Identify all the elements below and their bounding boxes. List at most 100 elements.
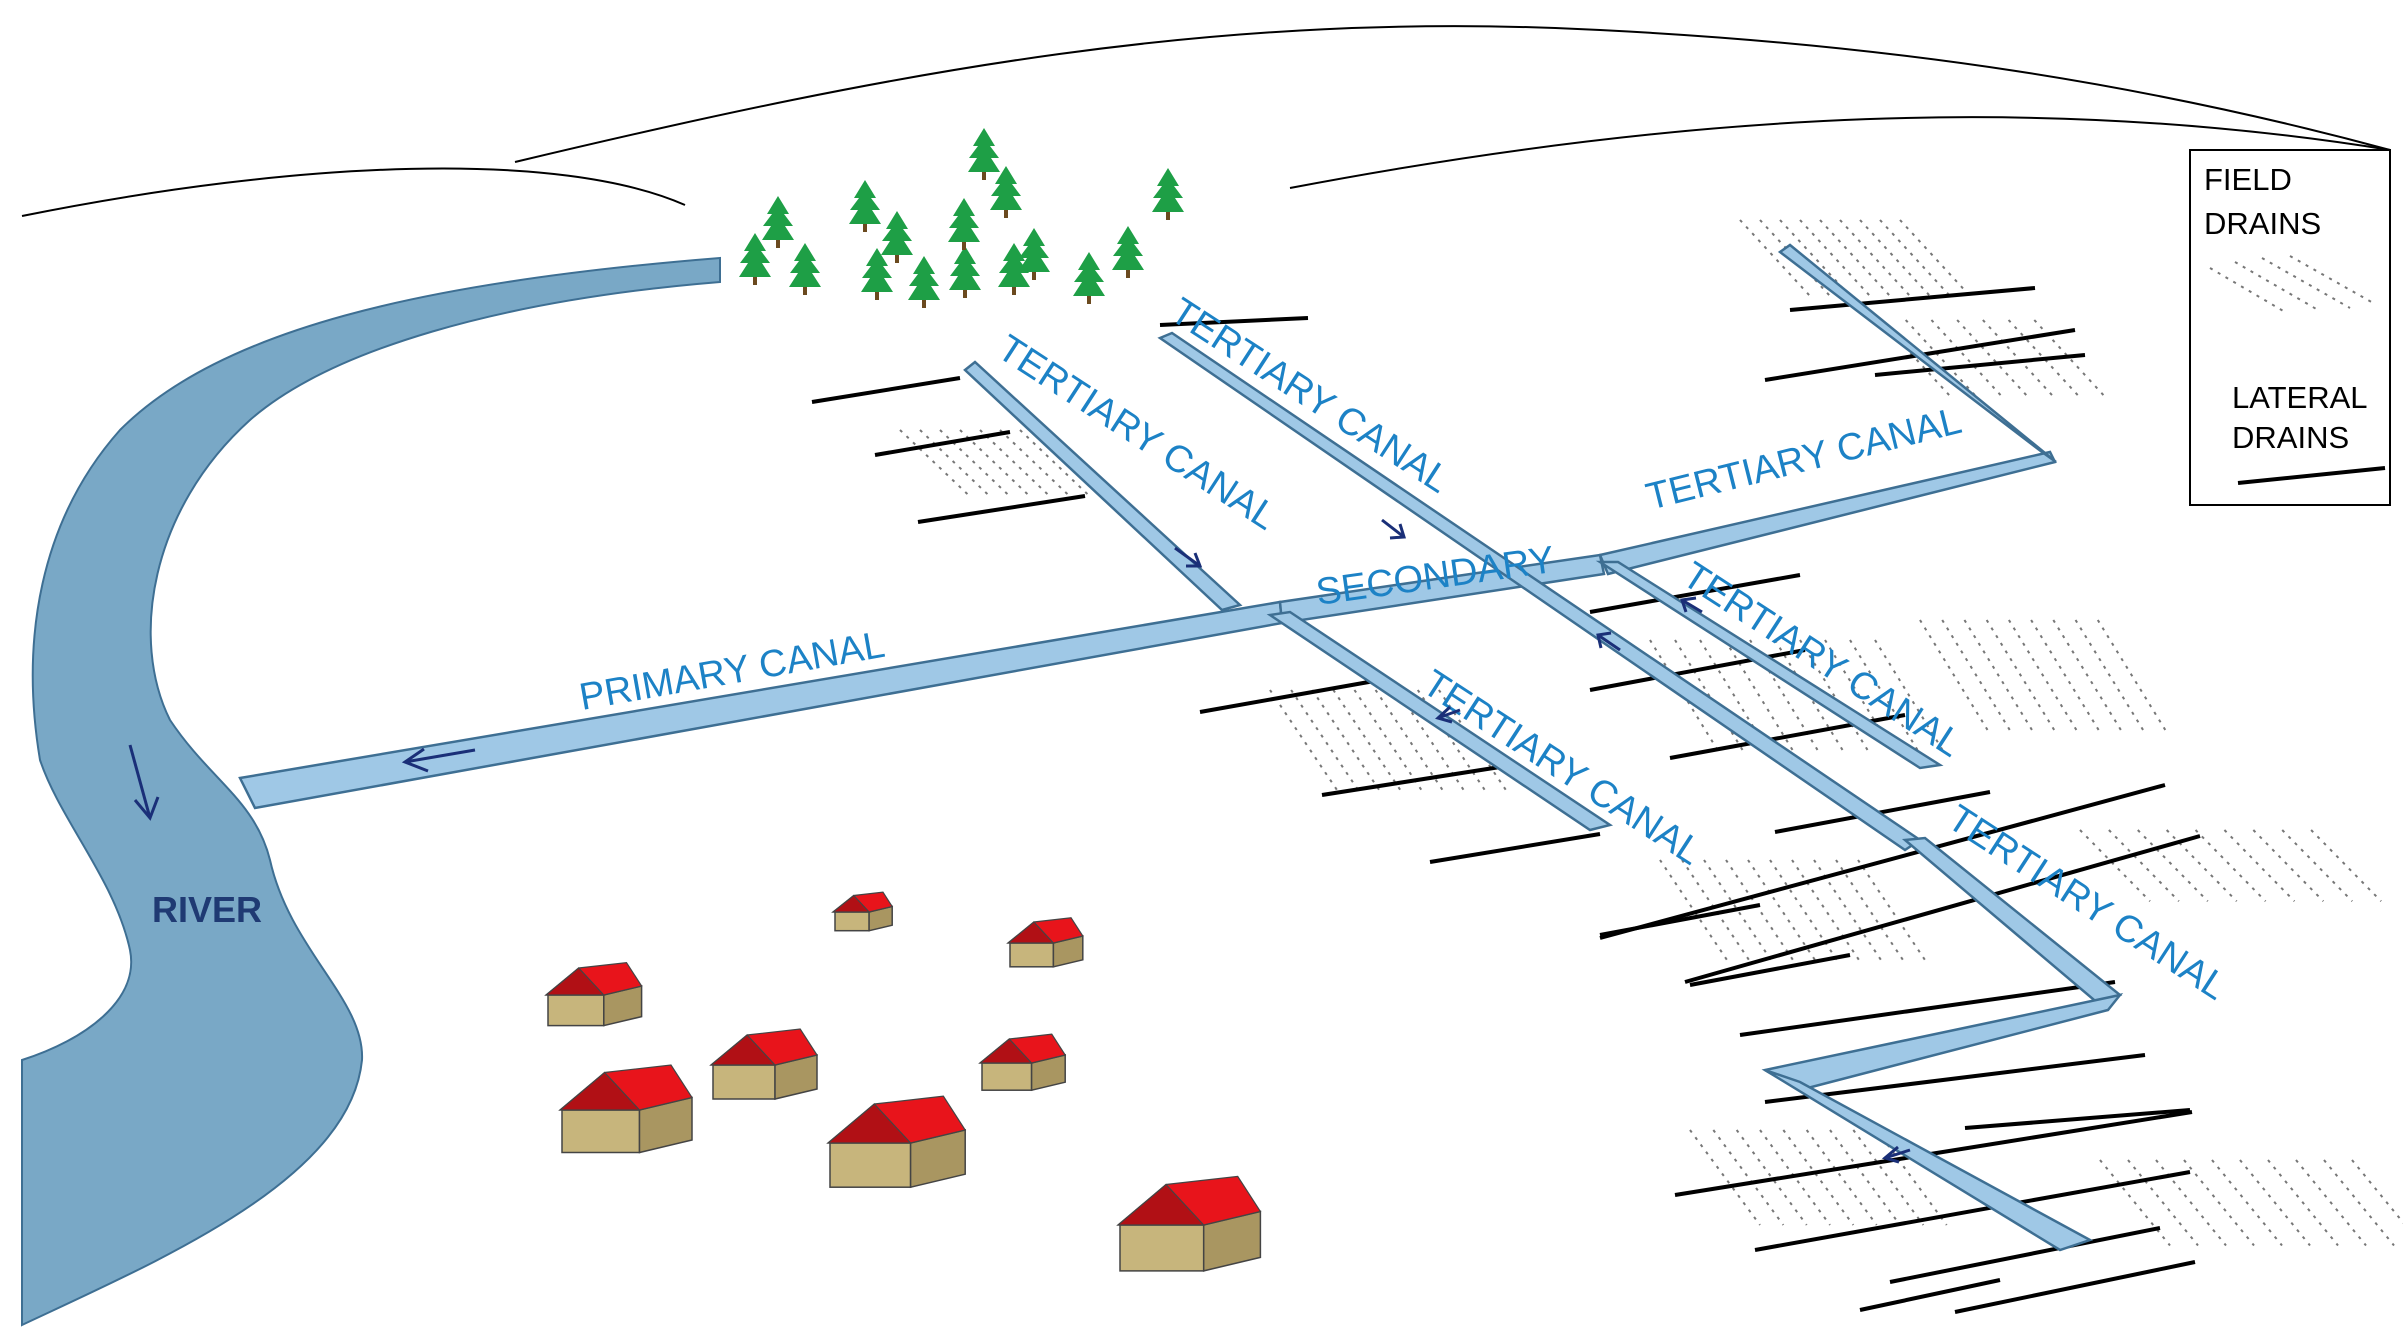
field-drain — [1879, 219, 1951, 297]
lateral-drain — [1159, 316, 1309, 327]
pine-tree-icon — [861, 248, 893, 300]
field-drain — [2223, 829, 2296, 902]
pine-tree-icon — [998, 243, 1030, 295]
flow-arrow-icon — [1596, 631, 1621, 652]
tertiary-canal-5 — [1595, 560, 1944, 770]
field-drain — [1835, 859, 1907, 966]
hill-outlines — [21, 25, 2391, 217]
field-drain — [2074, 619, 2147, 735]
field-drain — [2099, 1159, 2171, 1247]
field-drain — [1759, 1129, 1831, 1226]
field-drain — [2239, 1159, 2311, 1247]
field-drain — [1689, 1129, 1761, 1226]
field-drain — [2211, 1159, 2283, 1247]
tertiary-canal-6c — [1764, 1068, 2094, 1252]
field-drain — [1941, 619, 2014, 735]
field-drains — [899, 219, 2403, 1247]
field-drain — [2323, 1159, 2395, 1247]
pine-tree-icon — [948, 198, 980, 250]
river — [21, 256, 721, 1327]
field-drain — [2281, 829, 2353, 902]
field-drain — [2165, 829, 2238, 902]
field-drain — [1805, 1129, 1878, 1226]
legend-field-line1: FIELD — [2204, 162, 2292, 197]
canal-network — [238, 243, 2124, 1252]
lateral-drains — [811, 286, 2201, 1314]
lateral-drain — [917, 494, 1086, 524]
lateral-drain — [1321, 765, 1501, 797]
flow-arrow-icon — [1381, 518, 1406, 540]
pine-tree-icon — [1112, 226, 1144, 278]
lateral-drain — [874, 430, 1011, 457]
tertiary-canal-1 — [963, 360, 1243, 612]
tertiary-canal-3 — [1266, 610, 1614, 832]
flow-arrow-icon — [1680, 596, 1703, 614]
lateral-drain — [1754, 1170, 2191, 1252]
pine-tree-icon — [949, 246, 981, 298]
field-drain — [1353, 689, 1426, 796]
pine-tree-icon — [908, 256, 940, 308]
house-icon — [831, 891, 894, 932]
house-icon — [978, 1033, 1067, 1092]
lateral-drain — [1689, 953, 1851, 987]
field-drain — [1374, 689, 1447, 796]
lateral-drain — [811, 376, 961, 404]
field-drain — [1725, 859, 1797, 966]
flow-arrow-icon — [401, 747, 476, 773]
field-drain — [1659, 859, 1731, 966]
field-drain — [1747, 859, 1819, 966]
field-drain — [2008, 619, 2080, 735]
lateral-drain — [1589, 573, 1801, 614]
field-drain — [1438, 689, 1510, 796]
pine-tree-icon — [1152, 168, 1184, 220]
legend-lateral-line2: DRAINS — [2232, 420, 2349, 455]
field-drain — [1930, 319, 2003, 397]
tertiary-canal-4b — [1777, 243, 2057, 464]
river-label: RIVER — [152, 889, 262, 930]
secondary-canal-label: SECONDARY — [1313, 539, 1557, 614]
forest — [739, 128, 1184, 308]
lateral-drain — [1739, 980, 2116, 1037]
house-icon — [709, 1028, 818, 1100]
field-drain — [2183, 1159, 2255, 1247]
lateral-drain — [1429, 832, 1601, 864]
pine-tree-icon — [762, 196, 794, 248]
field-drain — [2096, 619, 2169, 735]
village — [544, 891, 1262, 1272]
lateral-drain — [1774, 790, 1991, 834]
legend-lateral-line1: LATERAL — [2232, 380, 2368, 415]
field-drain — [2194, 829, 2267, 902]
field-drain — [2079, 829, 2151, 902]
field-drain — [2052, 619, 2125, 735]
primary-canal — [238, 600, 1284, 810]
field-drain — [1899, 219, 1971, 297]
flow-arrows — [128, 518, 1911, 1164]
field-drain — [2030, 619, 2102, 735]
field-drain — [1681, 859, 1753, 966]
field-drain — [1712, 1129, 1785, 1226]
house-icon — [826, 1095, 967, 1189]
lateral-drain — [1789, 286, 2036, 312]
field-drain — [1290, 689, 1362, 796]
house-icon — [558, 1064, 693, 1154]
pine-tree-icon — [968, 128, 1000, 180]
pine-tree-icon — [881, 211, 913, 263]
lateral-drain — [1764, 1053, 2146, 1104]
lateral-drain — [1954, 1260, 2196, 1314]
pine-tree-icon — [1073, 252, 1105, 304]
field-drain — [1332, 689, 1405, 796]
field-drain — [1857, 859, 1929, 966]
lateral-drain — [1684, 834, 2201, 984]
field-drain — [2127, 1159, 2199, 1247]
field-drain — [2137, 829, 2209, 902]
legend: FIELD DRAINS LATERAL DRAINS — [2189, 149, 2391, 506]
field-drain — [1269, 689, 1341, 796]
legend-lateral-drain-swatch — [2237, 466, 2386, 485]
field-drain — [1829, 1129, 1901, 1226]
field-drain — [2295, 1159, 2367, 1247]
flow-arrow-icon — [1881, 1145, 1911, 1164]
pine-tree-icon — [990, 166, 1022, 218]
tertiary-label-4: TERTIARY CANAL — [1675, 554, 1969, 765]
tertiary-canal-6b — [1761, 993, 2124, 1092]
